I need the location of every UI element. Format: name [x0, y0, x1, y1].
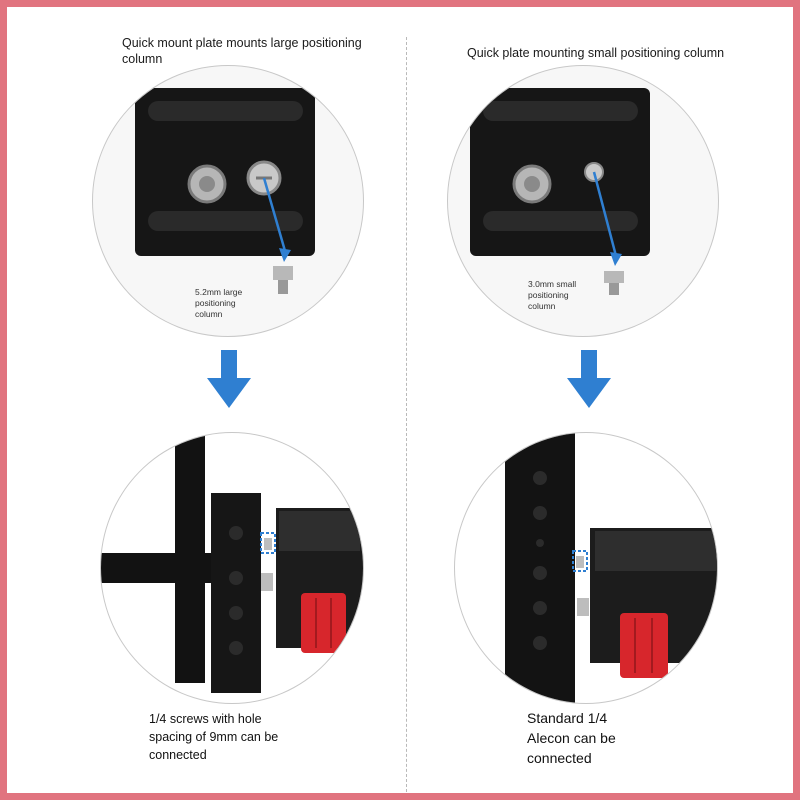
right-pin-label: 3.0mm small positioning column — [528, 279, 577, 311]
large-pin-plate-illustration — [135, 88, 315, 294]
right-bottom-caption: Standard 1/4 Alecon can be connected — [527, 710, 616, 766]
left-plate-circle — [92, 65, 364, 337]
cage-with-arca-mount-illustration — [505, 433, 717, 703]
right-cage-circle — [454, 432, 718, 704]
panel-divider — [406, 37, 407, 793]
left-bottom-caption: 1/4 screws with hole spacing of 9mm can … — [149, 712, 279, 762]
right-plate-circle — [447, 65, 719, 337]
right-down-arrow-icon — [567, 350, 611, 410]
left-cage-circle — [100, 432, 364, 704]
left-pin-label: 5.2mm large positioning column — [195, 287, 243, 319]
small-pin-plate-illustration — [470, 88, 650, 295]
left-title: Quick mount plate mounts large positioni… — [122, 36, 362, 66]
left-down-arrow-icon — [207, 350, 251, 410]
right-title: Quick plate mounting small positioning c… — [467, 46, 725, 60]
cage-with-9mm-holes-illustration — [101, 433, 363, 693]
